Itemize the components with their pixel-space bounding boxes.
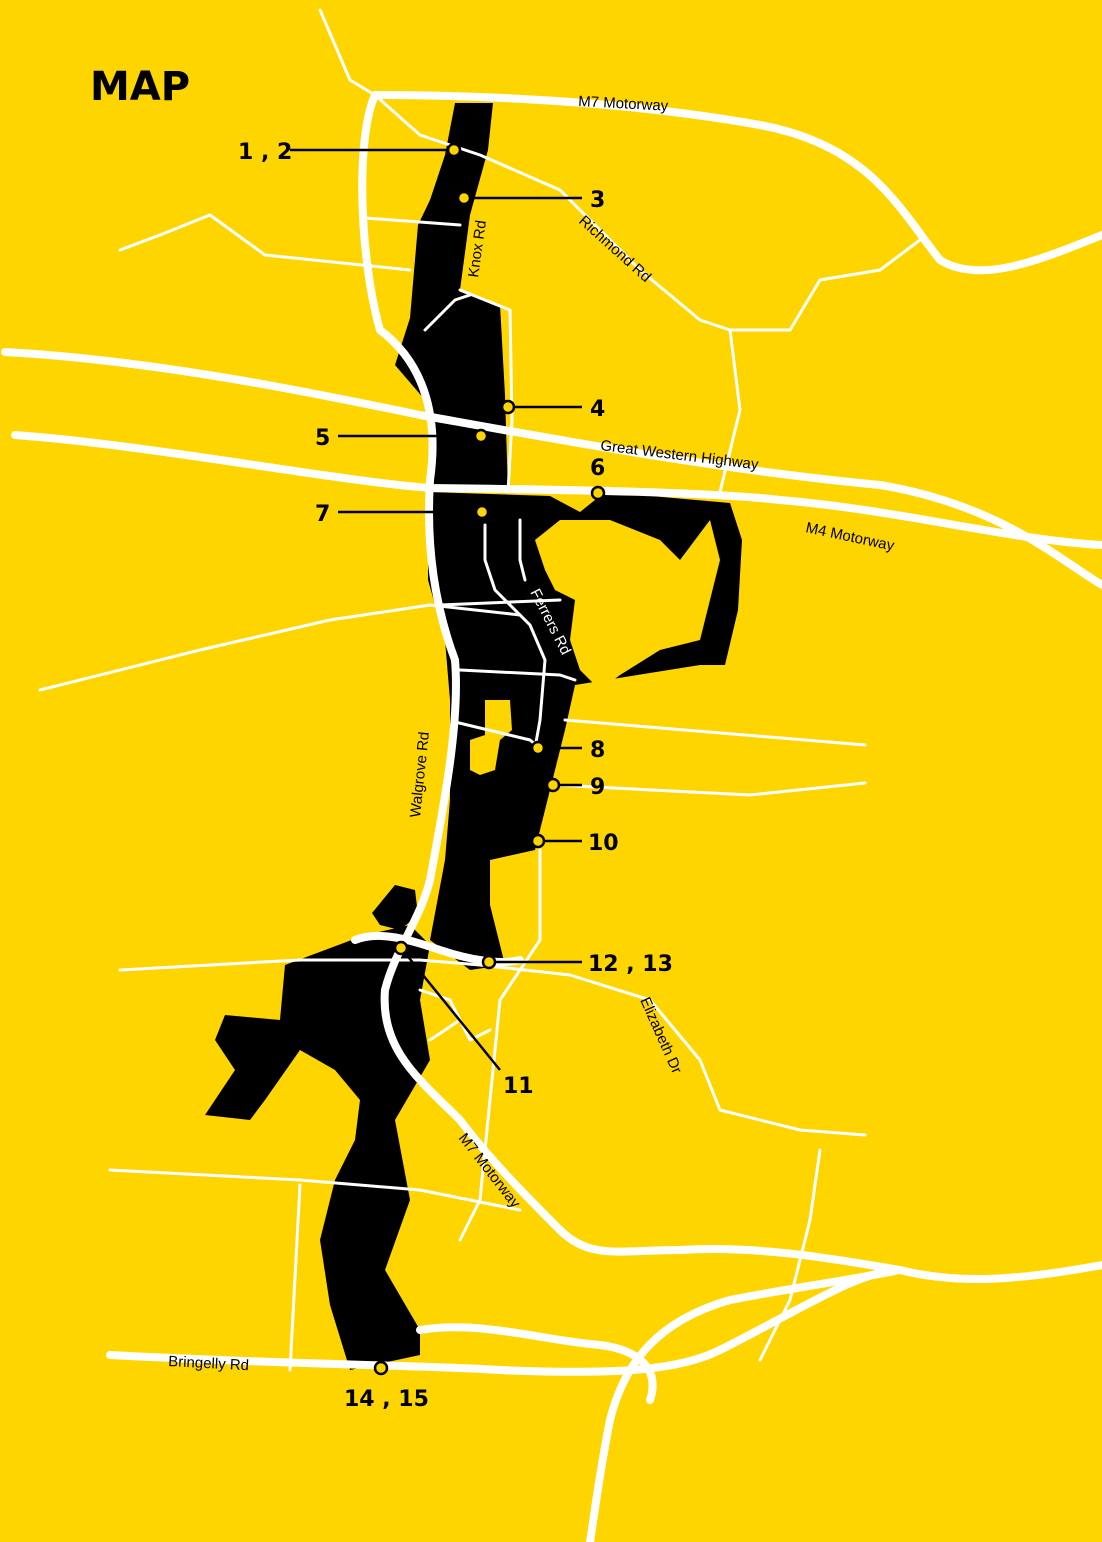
marker-dots <box>373 142 606 1376</box>
marker-label-11: 11 <box>503 1074 534 1099</box>
marker-label-4: 4 <box>590 397 605 422</box>
minor-roads <box>38 8 922 1372</box>
marker-dot-1-2[interactable] <box>446 142 462 158</box>
marker-dot-12-13[interactable] <box>481 954 497 970</box>
region-cutouts <box>470 520 720 775</box>
marker-dot-5[interactable] <box>473 428 489 444</box>
marker-dot-8[interactable] <box>530 740 546 756</box>
marker-label-5: 5 <box>315 426 330 451</box>
marker-label-8: 8 <box>590 738 605 763</box>
m7-motorway-north-label: M7 Motorway <box>578 93 669 115</box>
marker-label-14-15: 14 , 15 <box>344 1387 429 1412</box>
marker-label-9: 9 <box>590 775 605 800</box>
marker-label-6: 6 <box>590 456 605 481</box>
major-roads <box>1 91 1102 1542</box>
marker-label-12-13: 12 , 13 <box>588 952 673 977</box>
marker-label-7: 7 <box>315 502 330 527</box>
marker-dot-11[interactable] <box>393 940 409 956</box>
marker-dot-7[interactable] <box>474 504 490 520</box>
marker-label-3: 3 <box>590 188 605 213</box>
marker-dot-4[interactable] <box>500 399 516 415</box>
map-title: MAP <box>90 64 190 110</box>
marker-dot-10[interactable] <box>530 833 546 849</box>
marker-dot-9[interactable] <box>545 777 561 793</box>
marker-dot-14-15[interactable] <box>373 1360 389 1376</box>
marker-leader-lines <box>290 148 582 1071</box>
marker-dot-6[interactable] <box>590 485 606 501</box>
bringelly-rd-label: Bringelly Rd <box>168 1353 250 1374</box>
marker-label-1-2: 1 , 2 <box>238 140 292 165</box>
marker-dot-3[interactable] <box>456 190 472 206</box>
marker-label-10: 10 <box>588 831 619 856</box>
